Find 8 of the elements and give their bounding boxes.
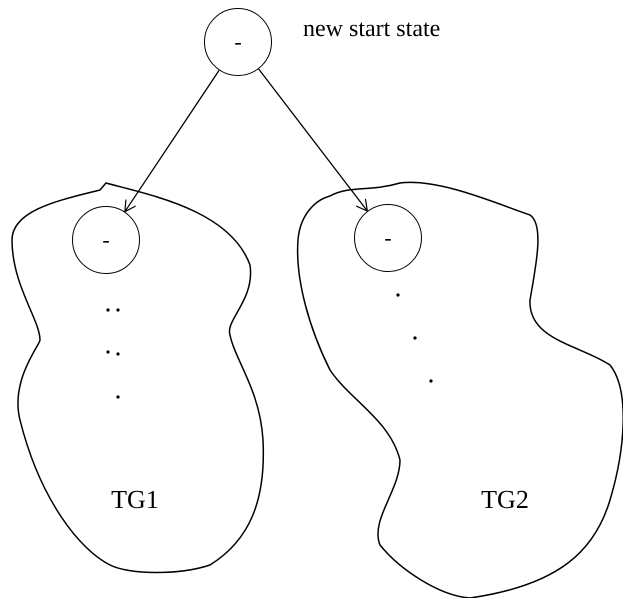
region-label: TG2 <box>481 485 529 515</box>
region-label: TG1 <box>111 485 159 515</box>
state-circle: - <box>204 8 272 76</box>
node-caption: new start state <box>303 16 440 43</box>
state-circle: - <box>72 206 140 274</box>
arrow <box>124 70 220 212</box>
state-circle: - <box>354 204 422 272</box>
arrow <box>258 68 368 212</box>
